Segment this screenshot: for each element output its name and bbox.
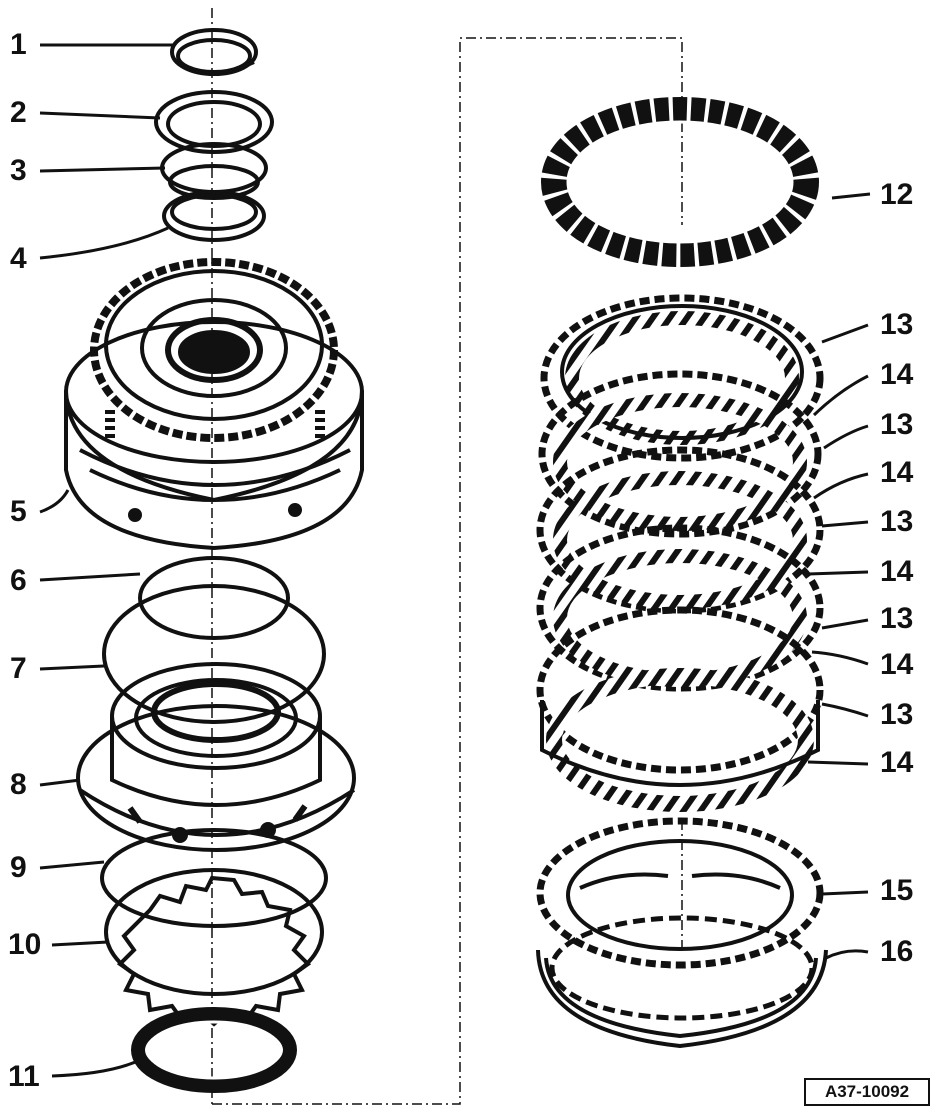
callout-13c: 13 — [880, 505, 914, 538]
callout-9: 9 — [10, 851, 27, 884]
part-15-end-plate — [536, 817, 824, 969]
callout-2: 2 — [10, 96, 27, 129]
callout-14a: 14 — [880, 358, 914, 391]
part-7-o-ring — [102, 584, 326, 724]
part-6-o-ring — [138, 556, 290, 640]
callout-5: 5 — [10, 495, 27, 528]
callout-14c: 14 — [880, 555, 914, 588]
callout-4: 4 — [10, 242, 27, 275]
part-10-diaphragm-spring — [104, 868, 324, 1027]
callout-14d: 14 — [880, 648, 914, 681]
callout-12: 12 — [880, 178, 914, 211]
reference-code-label: A37-10092 — [804, 1078, 930, 1106]
part-1-snap-ring — [170, 28, 258, 76]
callout-13e: 13 — [880, 698, 914, 731]
callout-16: 16 — [880, 935, 914, 968]
part-5-clutch-drum — [64, 258, 364, 551]
leader-lines — [39, 43, 871, 1078]
part-16-snap-ring — [536, 915, 828, 1049]
part-8-piston — [76, 662, 356, 852]
callout-13d: 13 — [880, 602, 914, 635]
callout-7: 7 — [10, 652, 27, 685]
part-13-14-clutch-pack — [536, 294, 824, 812]
callout-13a: 13 — [880, 308, 914, 341]
callout-11: 11 — [8, 1060, 40, 1093]
callout-10: 10 — [8, 928, 42, 961]
part-9-snap-ring — [100, 828, 328, 928]
part-11-thrust-washer — [131, 1007, 297, 1093]
callout-15: 15 — [880, 874, 914, 907]
part-12-friction-plate — [541, 97, 819, 267]
part-4-seal-ring — [162, 190, 266, 242]
callout-14e: 14 — [880, 746, 914, 779]
callout-8: 8 — [10, 768, 27, 801]
callout-3: 3 — [10, 154, 27, 187]
callout-13b: 13 — [880, 408, 914, 441]
callout-14b: 14 — [880, 456, 914, 489]
callout-6: 6 — [10, 564, 27, 597]
callout-1: 1 — [10, 28, 27, 61]
